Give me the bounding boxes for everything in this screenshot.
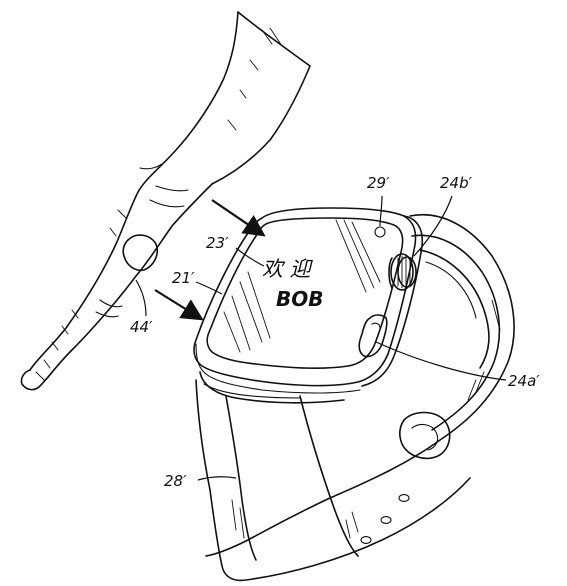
label-24b: 24b′ [440,174,473,192]
leader-24a [375,341,507,381]
leader-29 [379,195,383,227]
label-44: 44′ [130,318,153,336]
digital-crown [388,253,417,291]
watch-band [195,214,515,582]
label-29: 29′ [367,174,390,192]
leader-lines [135,195,507,481]
leader-28 [197,476,237,481]
watch-case: 欢 迎 BOB [193,207,424,404]
leader-21 [195,281,223,295]
screen-greeting: 欢 迎 [262,257,314,281]
touch-arrows [154,199,266,321]
label-24a: 24a′ [508,372,540,390]
screen-name: BOB [276,287,324,311]
leader-44 [135,279,147,317]
arrow-lower [154,289,204,321]
sensor-dot [374,226,386,238]
label-28: 28′ [164,472,187,490]
hand-drawing [20,11,311,391]
leader-23 [235,247,265,267]
label-21: 21′ [172,269,195,287]
label-23: 23′ [206,234,229,252]
arrow-upper [211,199,266,237]
side-button [358,314,388,358]
leader-24b [413,195,453,257]
reference-labels: 29′ 24b′ 23′ 21′ 44′ 24a′ 28′ [130,174,540,490]
